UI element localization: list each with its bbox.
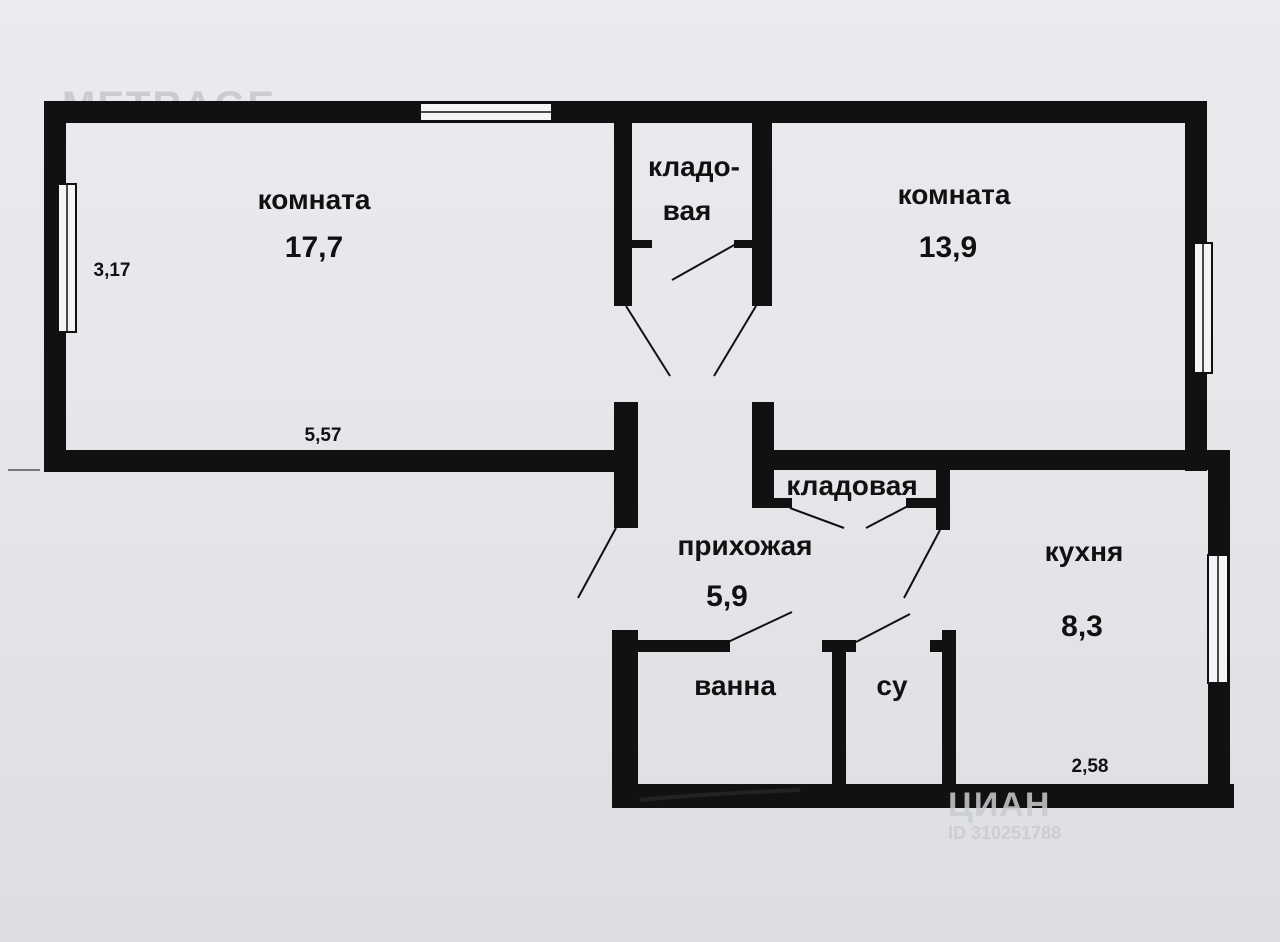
wall-bath-top — [612, 640, 730, 652]
wall-room2-bottom — [752, 450, 1230, 470]
wall-bath-left — [612, 630, 638, 808]
wall-pantry1-stub-l — [630, 240, 652, 248]
wall-pantry2-right — [936, 468, 950, 530]
wall-hall-right — [752, 402, 774, 508]
kitchen-area: 8,3 — [1061, 610, 1103, 643]
wall-hall-left — [614, 402, 638, 528]
toilet-name: су — [876, 670, 908, 701]
pantry1-name-line1: кладо- — [648, 151, 740, 182]
door-kitchen — [903, 529, 941, 599]
watermark-cian-brand: ЦИАН — [948, 786, 1051, 824]
wall-pantry2-stub — [906, 498, 938, 508]
door-bath — [727, 611, 793, 643]
room1-area: 17,7 — [284, 231, 344, 264]
wall-toilet-kitchen — [942, 630, 956, 787]
dimension-room1-height: 3,17 — [93, 260, 131, 281]
room2-name: комната — [897, 179, 1011, 210]
watermark-cian-id: ID 310251788 — [948, 823, 1062, 843]
room2-area: 13,9 — [918, 231, 978, 264]
door-pantry2-left — [789, 507, 845, 529]
wall-pantry1-left — [614, 118, 632, 306]
pantry1-name-line2: вая — [662, 195, 712, 226]
pantry2-name: кладовая — [786, 470, 918, 501]
hallway-name: прихожая — [677, 530, 813, 561]
room1-name: комната — [257, 184, 371, 215]
watermark-cian: ЦИАН ID 310251788 — [948, 786, 1061, 844]
door-room1 — [625, 305, 671, 377]
door-toilet — [855, 613, 911, 643]
pen-stroke — [639, 788, 801, 802]
wall-pantry1-right — [752, 118, 772, 306]
wall-toilet-top — [822, 640, 856, 652]
wall-room1-bottom — [44, 450, 630, 472]
door-pantry2-right — [865, 505, 909, 529]
door-room2 — [713, 305, 757, 377]
wall-pantry1-stub-r — [734, 240, 754, 248]
wall-top — [58, 101, 1202, 123]
bathroom-name: ванна — [694, 670, 776, 701]
windows — [57, 102, 1229, 684]
wall-pantry2-bottom — [752, 498, 792, 508]
hallway-area: 5,9 — [706, 580, 748, 613]
dimension-room1-width: 5,57 — [304, 425, 342, 446]
door-pantry1 — [671, 243, 737, 281]
wall-bath-toilet — [832, 642, 846, 787]
kitchen-name: кухня — [1044, 536, 1124, 567]
door-swings — [577, 243, 941, 643]
walls — [44, 101, 1234, 808]
dimension-kitchen-width: 2,58 — [1071, 756, 1109, 777]
door-entry — [577, 527, 617, 599]
wall-toilet-stub — [930, 640, 948, 652]
